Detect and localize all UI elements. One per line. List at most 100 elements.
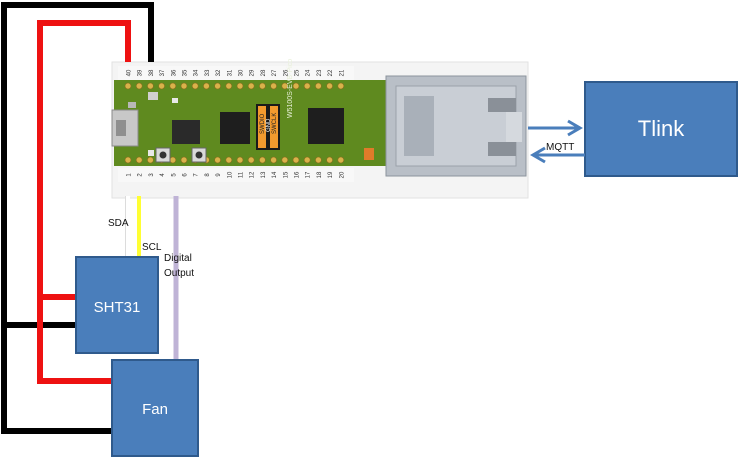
bottom-pin-pad: [337, 156, 345, 164]
top-pin-label: 32: [216, 69, 222, 76]
bottom-pin-pad: [247, 156, 255, 164]
tlink-box: Tlink: [584, 81, 738, 177]
top-pin-pad: [315, 82, 322, 90]
red-power-wire: [37, 20, 131, 384]
top-pin-label: 25: [295, 69, 301, 76]
bottom-pin-pad: [214, 156, 221, 164]
top-pin-pad: [158, 82, 165, 90]
top-pin-pad: [281, 82, 289, 90]
top-pin-label: 33: [205, 69, 211, 76]
top-pin-label: 36: [171, 69, 177, 76]
bottom-pin-label: 10: [227, 171, 233, 178]
top-pin-pad: [203, 82, 210, 90]
bottom-pin-label: 4: [160, 173, 166, 177]
top-pin-header: [118, 66, 354, 80]
top-pin-pad: [270, 82, 277, 90]
bottom-pin-label: 8: [205, 173, 211, 177]
top-pin-label: 38: [149, 69, 155, 76]
bottom-pin-label: 19: [328, 171, 334, 178]
top-pin-pad: [214, 82, 221, 90]
chip-label-gnd: GND: [266, 118, 272, 132]
bottom-pin-pad: [315, 156, 322, 164]
top-pin-pad: [180, 82, 188, 90]
top-pin-pad: [225, 82, 233, 90]
top-pin-label: 26: [283, 69, 289, 76]
bottom-pin-label: 13: [261, 171, 267, 178]
bottom-pin-label: 12: [250, 171, 256, 178]
top-pin-pad: [326, 82, 333, 90]
top-pin-label: 35: [183, 69, 189, 76]
bottom-pin-label: 11: [239, 171, 245, 178]
bottom-pin-label: 1: [127, 173, 133, 177]
chip-label-swclk: SWCLK: [272, 113, 278, 134]
fan-box: Fan: [111, 359, 199, 457]
bottom-pin-label: 20: [339, 171, 345, 178]
top-pin-label: 29: [250, 69, 256, 76]
top-pin-label: 21: [339, 69, 345, 76]
bottom-pin-label: 2: [138, 173, 144, 177]
bottom-pin-pad: [147, 156, 154, 164]
bottom-pin-label: 6: [183, 173, 189, 177]
mqtt-arrows: MQTT: [528, 119, 585, 164]
bottom-pin-label: 18: [317, 171, 323, 178]
top-pin-label: 24: [306, 69, 312, 76]
black-gnd-wire: [1, 2, 154, 434]
bottom-pin-pad: [259, 156, 266, 164]
bottom-pin-header: [118, 168, 354, 182]
fan-label: Fan: [142, 401, 168, 418]
digital-label: Digital: [164, 253, 192, 264]
top-pin-pad: [337, 82, 345, 90]
top-pin-pad: [147, 82, 154, 90]
bottom-pin-pad: [135, 156, 143, 164]
bottom-pin-pad: [281, 156, 289, 164]
chip-label-swdio: SWDIO: [260, 113, 266, 134]
top-pin-label: 22: [328, 69, 334, 76]
top-pin-label: 39: [138, 69, 144, 76]
sht31-label: SHT31: [94, 299, 141, 316]
top-pin-pad: [259, 82, 266, 90]
output-label: Output: [164, 268, 194, 279]
top-pin-pad: [247, 82, 255, 90]
top-pin-label: 28: [261, 69, 267, 76]
board-silkscreen: W5100S-EVB-Pico: [287, 59, 294, 118]
top-pin-pad: [191, 82, 199, 90]
top-pin-label: 23: [317, 69, 323, 76]
top-pin-label: 37: [160, 69, 166, 76]
bottom-pin-pad: [303, 156, 311, 164]
top-pin-pad: [124, 82, 132, 90]
bottom-pin-label: 17: [306, 171, 312, 178]
bottom-pin-pad: [169, 156, 177, 164]
w5100s-chip: [308, 108, 344, 144]
top-pin-pad: [292, 82, 300, 90]
top-pin-pad: [135, 82, 143, 90]
bottom-pin-pad: [124, 156, 132, 164]
bottom-pin-pad: [326, 156, 333, 164]
bottom-pin-label: 15: [283, 171, 289, 178]
sda-label: SDA: [108, 218, 129, 229]
top-pin-label: 27: [272, 69, 278, 76]
mqtt-label: MQTT: [546, 142, 574, 153]
top-pin-label: 40: [127, 69, 133, 76]
top-pin-pad: [236, 82, 244, 90]
top-pin-label: 31: [227, 69, 233, 76]
top-pin-pad: [169, 82, 177, 90]
bottom-pin-pad: [236, 156, 244, 164]
bottom-pin-pad: [270, 156, 277, 164]
bottom-pin-pad: [225, 156, 233, 164]
bottom-pin-label: 14: [272, 171, 278, 178]
bottom-pin-pad: [180, 156, 188, 164]
bottom-pin-label: 5: [171, 173, 177, 177]
bottom-pin-label: 16: [295, 171, 301, 178]
scl-label: SCL: [142, 242, 162, 253]
bottom-pin-label: 3: [149, 173, 155, 177]
bottom-pin-label: 9: [216, 173, 222, 177]
top-pin-label: 30: [239, 69, 245, 76]
tlink-label: Tlink: [638, 116, 685, 141]
top-pin-label: 34: [194, 69, 200, 76]
top-pin-pad: [303, 82, 311, 90]
bottom-pin-label: 7: [194, 173, 200, 177]
sht31-box: SHT31: [75, 256, 159, 354]
bottom-pin-pad: [292, 156, 300, 164]
